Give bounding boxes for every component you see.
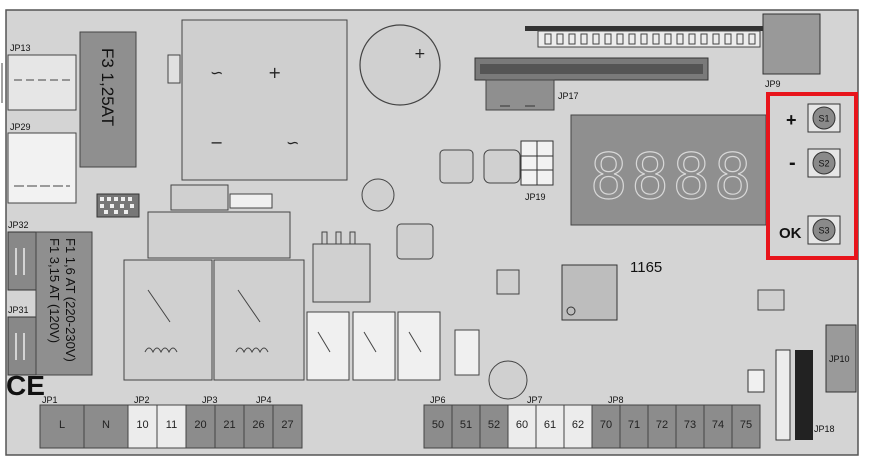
terminal-50 (423, 404, 453, 449)
jp7-label: JP7 (527, 395, 543, 405)
jp29-connector (7, 132, 77, 204)
jp13-connector (1, 54, 77, 111)
transformer: ∽ + − ∽ (167, 19, 348, 181)
buttons-highlight-box (766, 92, 858, 260)
jp4-label: JP4 (256, 395, 272, 405)
jp2-label: JP2 (134, 395, 150, 405)
button-s2-label: S2 (818, 159, 829, 169)
jp19-connector (520, 140, 554, 186)
terminal-label-N: N (102, 419, 110, 431)
terminal-label-27: 27 (281, 419, 293, 431)
svg-text:+: + (414, 46, 426, 62)
button-s1[interactable]: S1 (807, 103, 841, 133)
terminal-51 (451, 404, 481, 449)
jp17-connector (474, 57, 709, 111)
f1-fuse-label-line2: F1 3,15 AT (120V) (47, 238, 62, 343)
f1-fuse-label-line1: F1 1,6 AT (220-230V) (63, 238, 78, 362)
jp1-label: JP1 (42, 395, 58, 405)
terminal-L (39, 404, 85, 449)
jp29-label: JP29 (10, 122, 31, 132)
misc-components (361, 149, 521, 260)
button-s2[interactable]: S2 (807, 148, 841, 178)
jp9-connector (762, 13, 821, 75)
terminal-label-21: 21 (223, 419, 235, 431)
terminal-N (83, 404, 129, 449)
terminal-label-73: 73 (684, 419, 696, 431)
terminal-label-10: 10 (136, 419, 148, 431)
small-ic-matrix (96, 193, 140, 218)
jp19-label: JP19 (525, 192, 546, 202)
terminal-61 (535, 404, 565, 449)
chip-label: 1165 (630, 259, 662, 276)
terminal-26 (243, 404, 274, 449)
terminal-27 (272, 404, 303, 449)
terminal-62 (563, 404, 593, 449)
ok-label: OK (779, 225, 802, 242)
svg-text:∽: ∽ (210, 63, 223, 82)
minus-symbol: - (789, 152, 796, 174)
jp10-label: JP10 (829, 354, 850, 364)
ce-mark: CE (6, 370, 45, 401)
button-s3[interactable]: S3 (807, 215, 841, 245)
jp3-label: JP3 (202, 395, 218, 405)
top-pin-header (525, 26, 765, 48)
terminal-10 (127, 404, 158, 449)
ic-packages (454, 269, 785, 400)
plus-symbol: + (786, 110, 797, 130)
terminal-label-74: 74 (712, 419, 724, 431)
terminal-60 (507, 404, 537, 449)
terminal-75 (731, 404, 761, 449)
display-digits: 8888 (590, 140, 755, 213)
jp18-label: JP18 (814, 424, 835, 434)
terminal-label-20: 20 (194, 419, 206, 431)
relay-components (123, 184, 441, 381)
jp9-label: JP9 (765, 79, 781, 89)
terminal-70 (591, 404, 621, 449)
f3-fuse (79, 31, 137, 168)
svg-text:∽: ∽ (286, 133, 299, 152)
jp8-label: JP8 (608, 395, 624, 405)
jp13-label: JP13 (10, 43, 31, 53)
seven-segment-display: 8888 (570, 114, 767, 226)
svg-text:+: + (268, 63, 281, 82)
terminal-label-50: 50 (432, 419, 444, 431)
terminal-block-left: L N 10 11 20 21 26 27 (39, 404, 303, 449)
terminal-label-72: 72 (656, 419, 668, 431)
terminal-label-61: 61 (544, 419, 556, 431)
terminal-label-60: 60 (516, 419, 528, 431)
terminal-label-62: 62 (572, 419, 584, 431)
terminal-label-51: 51 (460, 419, 472, 431)
microcontroller-chip (561, 264, 618, 321)
capacitor-large: + (359, 24, 441, 106)
jp6-label: JP6 (430, 395, 446, 405)
svg-text:−: − (210, 133, 223, 152)
jp31-label: JP31 (8, 305, 29, 315)
jp17-label: JP17 (558, 91, 579, 101)
terminal-label-26: 26 (252, 419, 264, 431)
f3-fuse-label: F3 1,25AT (98, 48, 117, 126)
jp32-connector (7, 231, 37, 291)
jp18-connector (747, 349, 813, 441)
button-s3-label: S3 (818, 226, 829, 236)
terminal-label-11: 11 (166, 419, 177, 431)
jp10-connector (825, 324, 857, 393)
terminal-label-70: 70 (600, 419, 612, 431)
terminal-label-52: 52 (488, 419, 500, 431)
button-s1-label: S1 (818, 114, 829, 124)
terminal-73 (675, 404, 705, 449)
jp32-label: JP32 (8, 220, 29, 230)
terminal-label-75: 75 (740, 419, 752, 431)
jp31-connector (7, 316, 37, 376)
terminal-block-right: 50 51 52 60 61 62 70 71 72 73 74 75 (423, 404, 761, 449)
terminal-label-L: L (59, 419, 65, 431)
f1-fuse (35, 231, 93, 376)
terminal-20 (185, 404, 216, 449)
terminal-label-71: 71 (628, 419, 640, 431)
